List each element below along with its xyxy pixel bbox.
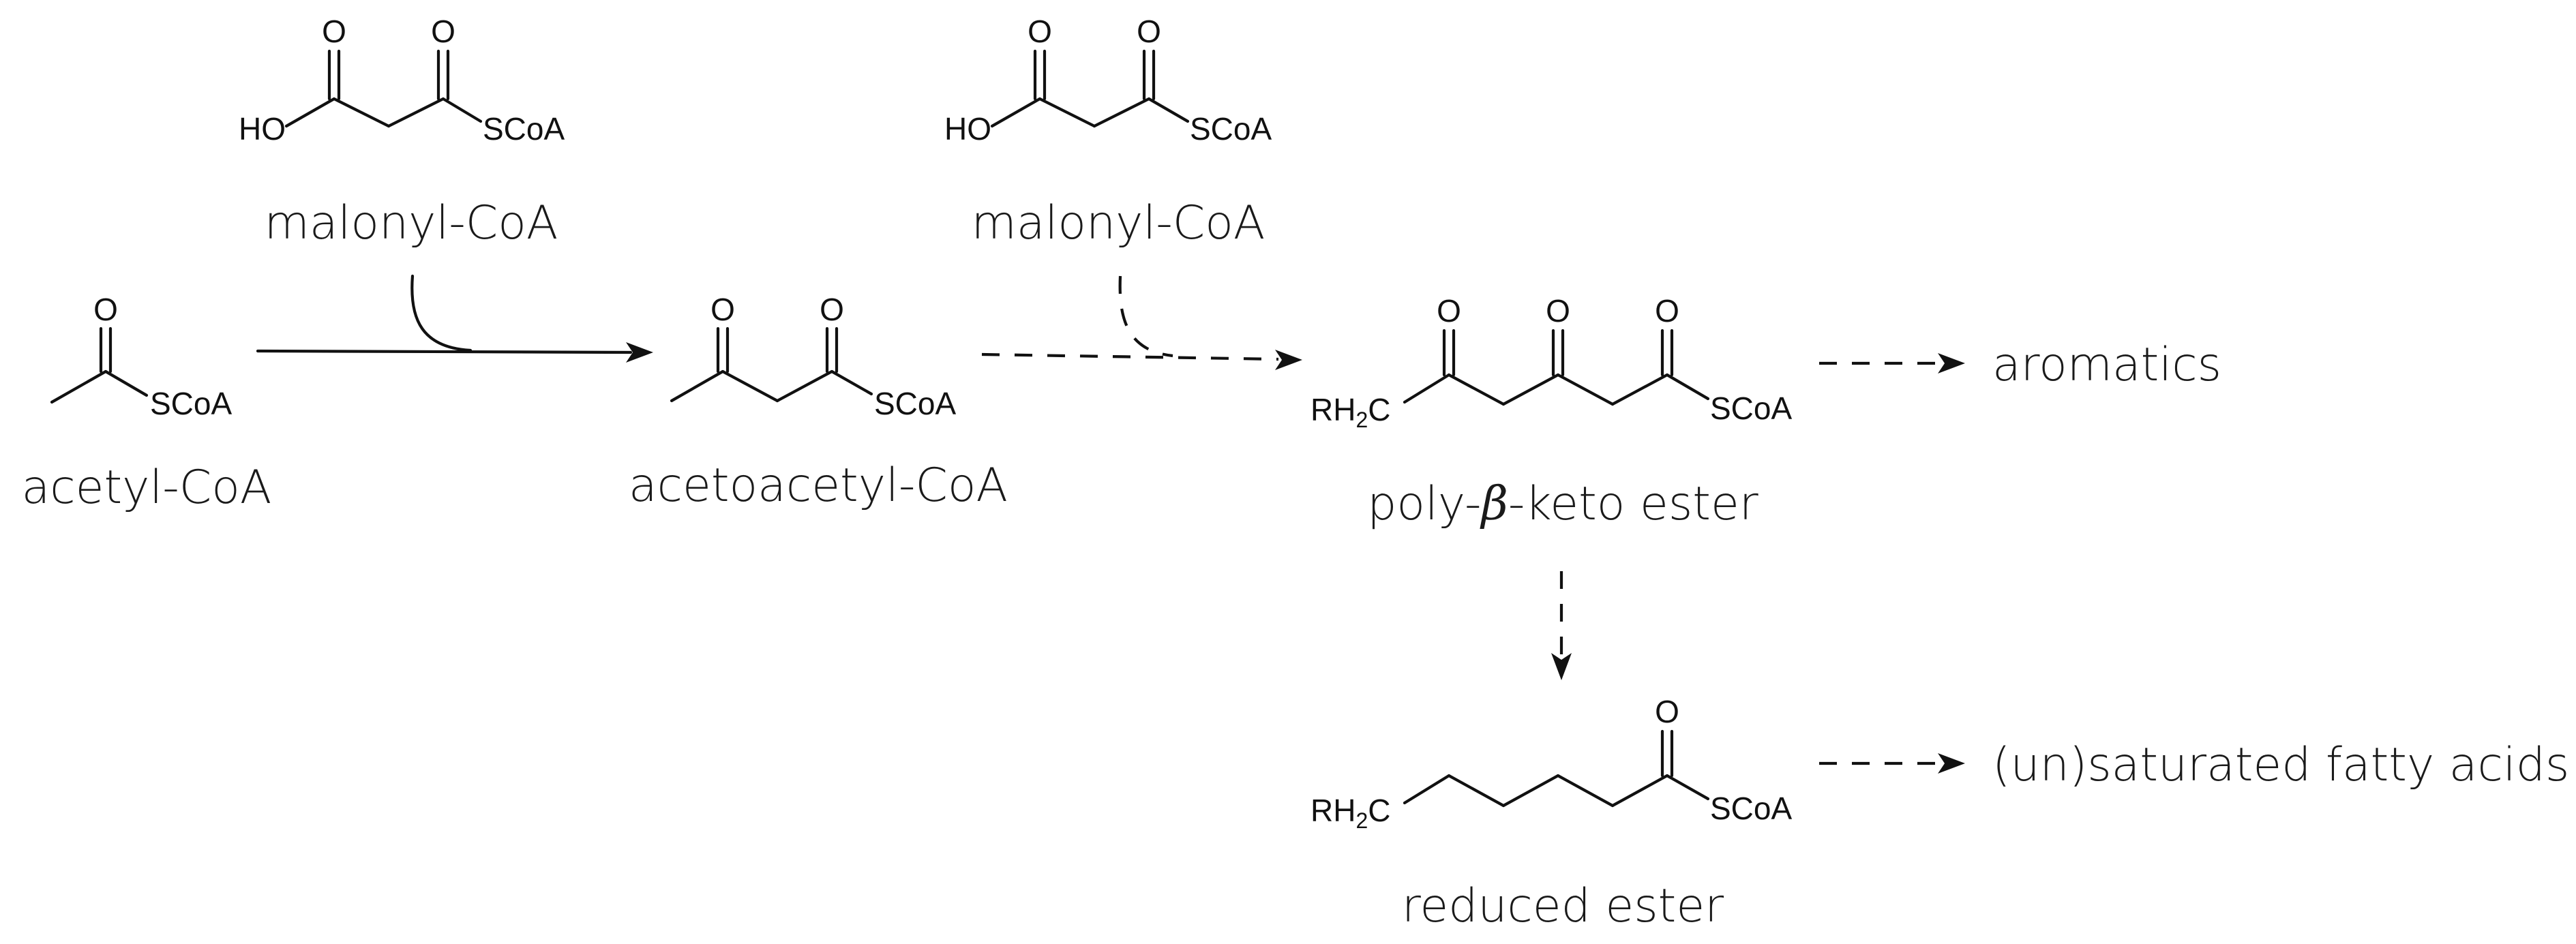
bond [1447,774,1506,808]
arrow-acetoacetyl-to-polyketo [981,275,1302,370]
atom-label-o: O [1546,293,1570,329]
bond [1447,373,1506,406]
bond [1403,774,1451,805]
name-suffix: -keto ester [1508,477,1758,531]
arrow-feed-curve [410,274,473,352]
atom-label-ho: HO [239,111,286,147]
compound-name-malonyl-coa: malonyl-CoA [265,196,558,250]
bond [387,97,445,128]
bond [1611,373,1669,406]
atom-label-o: O [1655,293,1679,329]
acetyl-coa-structure: O SCoA [50,292,232,421]
bond [1665,373,1710,401]
atom-label-rh2c: RH2C [1311,793,1390,833]
compound-name-acetoacetyl-coa: acetoacetyl-CoA [629,459,1008,513]
atom-c: C [1368,793,1390,828]
bond [1556,774,1615,808]
atom-label-ho: HO [944,111,991,147]
arrowhead [1938,753,1965,774]
bond [1092,97,1151,128]
product-aromatics: aromatics [1992,338,2221,392]
reduced-ester-structure: O RH2C SCoA [1311,694,1792,833]
atom-r-group: RH [1311,392,1356,427]
atom-label-scoa: SCoA [150,386,232,421]
arrowhead [1551,653,1572,680]
atom-label-scoa: SCoA [1190,111,1272,147]
bond [1403,373,1451,404]
bond [441,97,483,123]
arrowhead [1275,350,1302,370]
malonyl-coa-structure: O O HO SCoA [239,14,565,147]
bond [721,369,779,403]
bond [332,97,391,128]
compound-name-malonyl-coa-2: malonyl-CoA [972,196,1265,250]
compound-name-poly-beta-keto-ester: poly-β-keto ester [1367,477,1758,531]
bond [1038,97,1096,128]
bond [50,369,108,404]
atom-label-scoa: SCoA [483,111,565,147]
atom-r-group: RH [1311,793,1356,828]
bond [284,97,336,128]
arrow-reduced-to-fatty-acids [1819,753,1965,774]
product-fatty-acids: (un)saturated fatty acids [1992,738,2569,792]
atom-label-scoa: SCoA [1710,791,1792,826]
atom-label-o: O [710,292,735,327]
atom-label-o: O [93,292,118,327]
atom-subscript: 2 [1356,408,1368,432]
bond [670,369,725,403]
atom-label-rh2c: RH2C [1311,392,1390,432]
bond [1556,373,1615,406]
atom-label-o: O [1655,694,1679,729]
atom-label-o: O [820,292,844,327]
bond [1611,774,1669,808]
bond [830,369,873,396]
arrowhead [1938,353,1965,374]
atom-label-o: O [322,14,346,49]
atom-label-o: O [1437,293,1461,329]
compound-name-reduced-ester: reduced ester [1402,879,1724,933]
bond [1501,373,1560,406]
bond [1665,774,1710,801]
arrow-feed-curve [1118,275,1173,358]
atom-label-o: O [431,14,455,49]
arrowhead [626,342,653,363]
arrow-polyketo-to-reduced [1551,571,1572,680]
poly-beta-keto-ester-structure: O O O RH2C SCoA [1311,293,1792,432]
arrow-shaft [256,349,633,354]
atom-label-scoa: SCoA [874,386,956,421]
atom-label-o: O [1137,14,1161,49]
bond [1501,774,1560,808]
compound-name-acetyl-coa: acetyl-CoA [22,461,272,515]
name-greek-beta: β [1480,477,1508,531]
bond [775,369,834,403]
arrow-polyketo-to-aromatics [1819,353,1965,374]
bond [1147,97,1190,123]
atom-subscript: 2 [1356,808,1368,833]
name-prefix: poly- [1367,477,1481,531]
bond [104,369,149,397]
arrow-shaft [981,352,1279,361]
acetoacetyl-coa-structure: O O SCoA [670,292,956,421]
bond [990,97,1042,128]
atom-label-o: O [1028,14,1052,49]
atom-c: C [1368,392,1390,427]
atom-label-scoa: SCoA [1710,391,1792,426]
arrow-acetyl-to-acetoacetyl [256,274,653,363]
malonyl-coa-structure-2: O O HO SCoA [944,14,1272,147]
